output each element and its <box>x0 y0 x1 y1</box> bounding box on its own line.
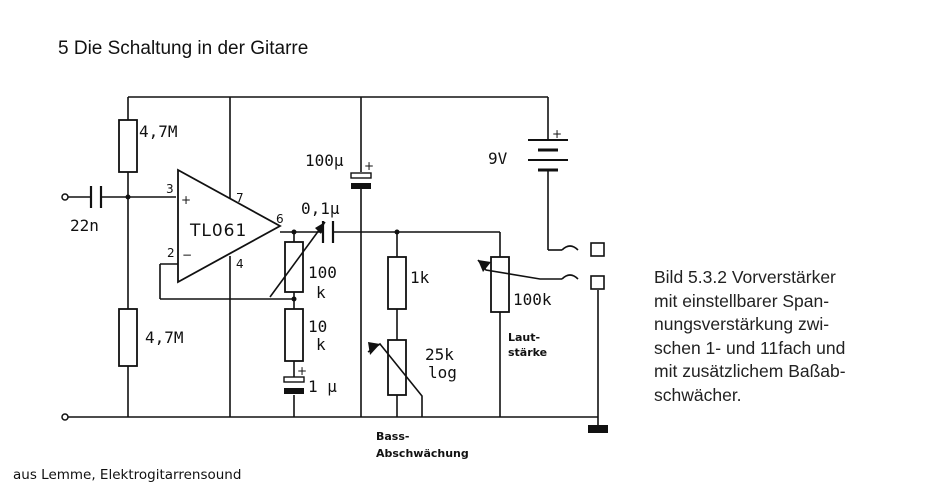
svg-text:10: 10 <box>308 317 327 336</box>
svg-text:+: + <box>181 193 191 207</box>
battery-9v: + 9V <box>488 127 568 251</box>
svg-text:4: 4 <box>236 257 244 271</box>
figure-caption: Bild 5.3.2 Vorverstärker mit einstellbar… <box>654 266 846 407</box>
caption-line: schen 1- und 11fach und <box>654 337 846 358</box>
top-rail <box>127 96 549 206</box>
svg-text:+: + <box>364 159 374 173</box>
svg-text:+: + <box>552 127 562 141</box>
caption-line: mit zusätzlichem Baßab- <box>654 361 846 381</box>
caption-line: Bild 5.3.2 Vorverstärker <box>654 267 836 287</box>
svg-text:25k: 25k <box>425 345 454 364</box>
svg-text:log: log <box>428 363 457 382</box>
page-heading: 5 Die Schaltung in der Gitarre <box>58 38 309 59</box>
volume-label-line1: Laut- <box>508 331 540 344</box>
svg-text:9V: 9V <box>488 149 508 168</box>
svg-text:100k: 100k <box>513 290 552 309</box>
bass-label-line1: Bass- <box>376 430 409 443</box>
source-note: aus Lemme, Elektrogitarrensound <box>13 467 242 483</box>
bias-resistor-top: 4,7M <box>118 119 178 309</box>
svg-text:−: − <box>182 248 192 262</box>
bass-label-line2: Abschwächung <box>376 447 469 460</box>
output-capacitor-0-1u: 0,1µ <box>301 199 340 243</box>
svg-text:TL061: TL061 <box>189 221 247 241</box>
caption-line: schwächer. <box>654 384 742 405</box>
opamp-tl061: TL061 + − 3 2 7 4 6 <box>166 168 284 284</box>
svg-text:100: 100 <box>308 263 337 282</box>
capacitor-1u: + 1 µ <box>283 364 337 396</box>
svg-text:2: 2 <box>167 246 175 260</box>
svg-text:k: k <box>316 283 326 302</box>
gain-potentiometer-100k: 100 k <box>269 221 337 309</box>
caption-line: mit einstellbarer Span- <box>654 290 830 311</box>
svg-text:7: 7 <box>236 191 244 205</box>
output-wire <box>280 229 500 235</box>
resistor-1k: 1k <box>387 232 430 340</box>
svg-text:4,7M: 4,7M <box>139 122 178 141</box>
svg-text:1 µ: 1 µ <box>308 377 337 396</box>
volume-potentiometer-100k: 100k <box>477 232 562 313</box>
output-jack <box>561 242 605 290</box>
input-capacitor-22n: 22n <box>70 186 103 235</box>
svg-text:3: 3 <box>166 182 174 196</box>
resistor-10k: 10 k <box>284 308 327 377</box>
volume-label-line2: stärke <box>508 346 547 359</box>
svg-text:k: k <box>316 335 326 354</box>
svg-text:100µ: 100µ <box>305 151 344 170</box>
input-node <box>61 193 176 201</box>
svg-text:0,1µ: 0,1µ <box>301 199 340 218</box>
capacitor-100u: + 100µ <box>305 151 374 189</box>
svg-text:22n: 22n <box>70 216 99 235</box>
bass-potentiometer-25k-log: 25k log <box>367 339 457 417</box>
caption-line: nungsverstärkung zwi- <box>654 314 830 334</box>
bias-resistor-bottom: 4,7M <box>118 308 184 367</box>
svg-text:4,7M: 4,7M <box>145 328 184 347</box>
svg-text:6: 6 <box>276 212 284 226</box>
svg-text:1k: 1k <box>410 268 430 287</box>
ground-rail <box>61 188 608 433</box>
svg-text:+: + <box>297 364 307 378</box>
